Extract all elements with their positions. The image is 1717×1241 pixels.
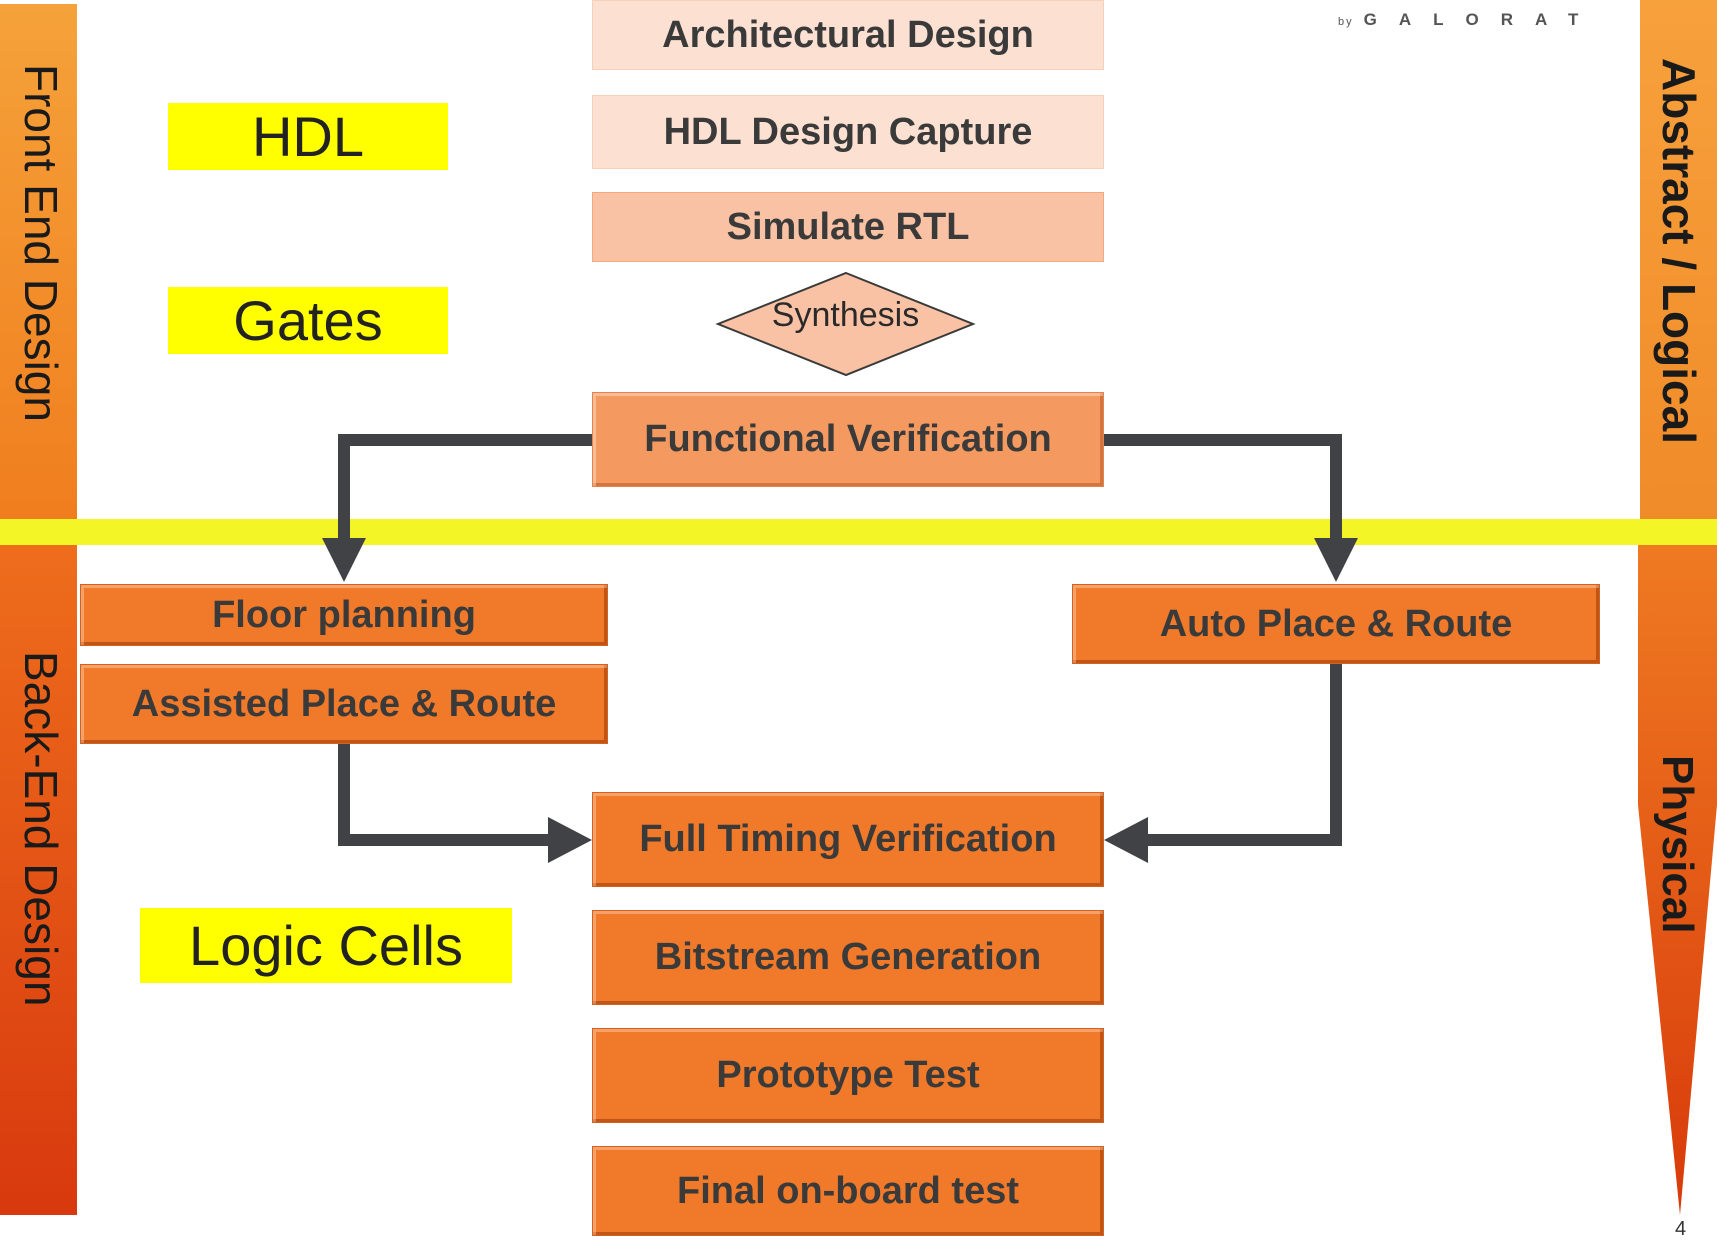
synthesis-diamond bbox=[715, 271, 976, 377]
connector-auto-to-timing bbox=[1142, 662, 1342, 846]
simulate-rtl-box: Simulate RTL bbox=[592, 192, 1104, 262]
front-end-label: Front End Design bbox=[15, 64, 67, 422]
abstract-bar bbox=[1640, 0, 1717, 545]
prototype-test-box: Prototype Test bbox=[592, 1028, 1104, 1123]
synthesis-label: Synthesis bbox=[771, 296, 920, 334]
arrowhead-timing-left bbox=[548, 817, 592, 863]
assisted-place-route-box: Assisted Place & Route bbox=[80, 664, 608, 744]
arrowhead-floor-planning bbox=[322, 538, 366, 582]
connector-to-floor-planning bbox=[338, 434, 592, 538]
full-timing-verification-box: Full Timing Verification bbox=[592, 792, 1104, 887]
connector-assisted-to-timing bbox=[338, 740, 548, 846]
physical-wedge bbox=[1638, 545, 1717, 1215]
logic-cells-level-label: Logic Cells bbox=[140, 908, 512, 983]
back-end-label: Back-End Design bbox=[15, 651, 67, 1007]
architectural-design-box: Architectural Design bbox=[592, 0, 1104, 70]
gates-level-label: Gates bbox=[168, 287, 448, 354]
bitstream-generation-box: Bitstream Generation bbox=[592, 910, 1104, 1005]
page-number: 4 bbox=[1675, 1218, 1687, 1240]
auto-place-route-box: Auto Place & Route bbox=[1072, 584, 1600, 664]
hdl-design-capture-box: HDL Design Capture bbox=[592, 95, 1104, 169]
final-onboard-test-box: Final on-board test bbox=[592, 1146, 1104, 1236]
floor-planning-box: Floor planning bbox=[80, 584, 608, 646]
arrowhead-auto-place-route bbox=[1314, 538, 1358, 582]
functional-verification-box: Functional Verification bbox=[592, 392, 1104, 487]
physical-label: Physical bbox=[1653, 755, 1702, 934]
hdl-level-label: HDL bbox=[168, 103, 448, 170]
connector-to-auto-place-route bbox=[1102, 434, 1342, 538]
front-back-divider bbox=[0, 519, 1717, 545]
abstract-logical-label: Abstract / Logical bbox=[1653, 58, 1705, 444]
back-end-bar bbox=[0, 545, 77, 1215]
front-end-bar bbox=[0, 4, 77, 524]
arrowhead-timing-right bbox=[1104, 817, 1148, 863]
